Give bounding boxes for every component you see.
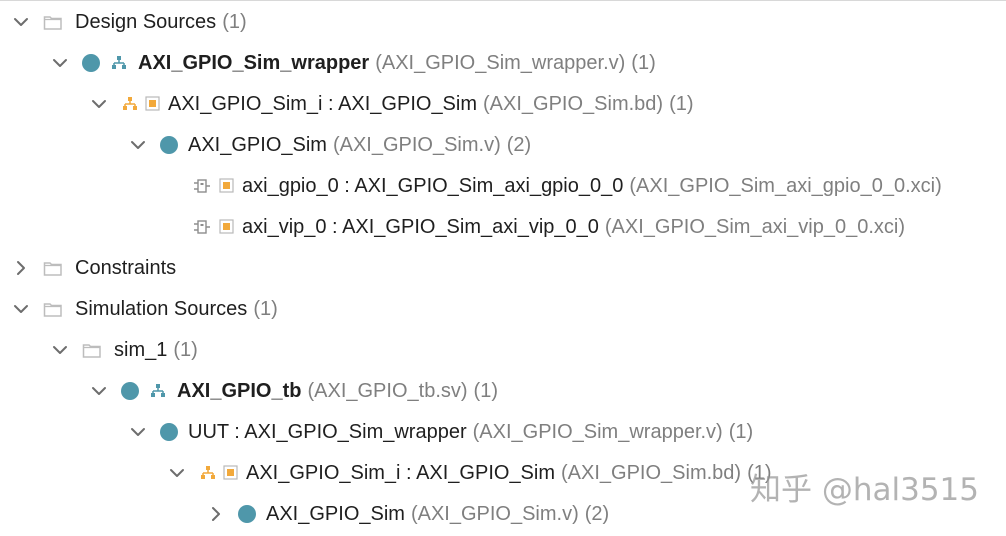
tree-item-label: AXI_GPIO_Sim_i : AXI_GPIO_Sim bbox=[168, 92, 478, 115]
tree-item-count: (1) bbox=[222, 10, 247, 33]
tree-item-label: axi_gpio_0 : AXI_GPIO_Sim_axi_gpio_0_0 bbox=[242, 174, 624, 197]
tree-row-axi-gpio-sim[interactable]: AXI_GPIO_Sim (AXI_GPIO_Sim.v) (2) bbox=[0, 124, 531, 165]
module-icon bbox=[160, 422, 178, 441]
chevron-down-icon[interactable] bbox=[11, 299, 31, 319]
tree-item-detail: (AXI_GPIO_Sim.v) bbox=[332, 133, 501, 156]
tree-item-label: axi_vip_0 : AXI_GPIO_Sim_axi_vip_0_0 bbox=[242, 215, 599, 238]
tree-item-label: AXI_GPIO_Sim bbox=[266, 502, 405, 525]
tree-row-axi-gpio-sim-i[interactable]: AXI_GPIO_Sim_i : AXI_GPIO_Sim (AXI_GPIO_… bbox=[0, 83, 694, 124]
chevron-down-icon[interactable] bbox=[128, 422, 148, 442]
block-design-icon bbox=[121, 95, 139, 113]
tree-item-count: (1) bbox=[173, 338, 198, 361]
top-border bbox=[0, 0, 1006, 1]
module-icon bbox=[121, 381, 139, 400]
tree-item-count: (1) bbox=[728, 420, 754, 443]
folder-icon bbox=[43, 300, 63, 318]
chevron-down-icon[interactable] bbox=[89, 94, 109, 114]
tree-row-axi-gpio-sim-wrapper[interactable]: AXI_GPIO_Sim_wrapper (AXI_GPIO_Sim_wrapp… bbox=[0, 42, 656, 83]
tree-item-label: Design Sources bbox=[75, 10, 217, 33]
tree-row-constraints[interactable]: Constraints bbox=[0, 247, 176, 288]
tree-row-axi-gpio-sim-collapsed[interactable]: AXI_GPIO_Sim (AXI_GPIO_Sim.v) (2) bbox=[0, 493, 609, 534]
ip-core-icon bbox=[219, 178, 234, 193]
ip-icon bbox=[193, 177, 211, 195]
folder-icon bbox=[43, 13, 63, 31]
chevron-right-icon[interactable] bbox=[11, 258, 31, 278]
tree-item-detail: (AXI_GPIO_tb.sv) bbox=[307, 379, 468, 402]
module-icon bbox=[82, 53, 100, 72]
block-design-icon bbox=[199, 464, 217, 482]
tree-item-count: (1) bbox=[631, 51, 656, 74]
folder-icon bbox=[82, 341, 102, 359]
chevron-down-icon[interactable] bbox=[167, 463, 187, 483]
chevron-right-icon[interactable] bbox=[206, 504, 226, 524]
ip-core-icon bbox=[219, 219, 234, 234]
chevron-down-icon[interactable] bbox=[50, 53, 70, 73]
tree-row-design-sources[interactable]: Design Sources (1) bbox=[0, 1, 247, 42]
tree-item-label: AXI_GPIO_tb bbox=[177, 379, 302, 402]
tree-item-count: (1) bbox=[669, 92, 694, 115]
tree-item-label: Constraints bbox=[75, 256, 177, 279]
ip-icon bbox=[193, 218, 211, 236]
tree-row-axi-gpio-sim-i-sim[interactable]: AXI_GPIO_Sim_i : AXI_GPIO_Sim (AXI_GPIO_… bbox=[0, 452, 772, 493]
tree-item-count: (1) bbox=[253, 297, 278, 320]
tree-item-count: (1) bbox=[473, 379, 498, 402]
chevron-down-icon[interactable] bbox=[50, 340, 70, 360]
tree-item-detail: (AXI_GPIO_Sim.bd) bbox=[561, 461, 742, 484]
tree-item-detail: (AXI_GPIO_Sim.bd) bbox=[483, 92, 664, 115]
tree-item-label: Simulation Sources bbox=[75, 297, 248, 320]
chevron-down-icon[interactable] bbox=[89, 381, 109, 401]
tree-item-count: (2) bbox=[506, 133, 532, 156]
tree-item-label: UUT : AXI_GPIO_Sim_wrapper bbox=[188, 420, 467, 443]
folder-icon bbox=[43, 259, 63, 277]
tree-item-detail: (AXI_GPIO_Sim_wrapper.v) bbox=[375, 51, 626, 74]
tree-item-count: (2) bbox=[584, 502, 610, 525]
tree-item-label: AXI_GPIO_Sim_i : AXI_GPIO_Sim bbox=[246, 461, 556, 484]
tree-item-count: (1) bbox=[747, 461, 772, 484]
tree-row-axi-vip-0[interactable]: axi_vip_0 : AXI_GPIO_Sim_axi_vip_0_0 (AX… bbox=[0, 206, 905, 247]
tree-item-detail: (AXI_GPIO_Sim_axi_vip_0_0.xci) bbox=[604, 215, 906, 238]
module-icon bbox=[238, 504, 256, 523]
tree-item-label: sim_1 bbox=[114, 338, 168, 361]
chevron-down-icon[interactable] bbox=[128, 135, 148, 155]
chevron-down-icon[interactable] bbox=[11, 12, 31, 32]
tree-item-label: AXI_GPIO_Sim_wrapper bbox=[138, 51, 370, 74]
module-icon bbox=[160, 135, 178, 154]
tree-item-detail: (AXI_GPIO_Sim.v) bbox=[410, 502, 579, 525]
top-module-icon bbox=[110, 54, 128, 72]
tree-item-detail: (AXI_GPIO_Sim_wrapper.v) bbox=[472, 420, 723, 443]
watermark: 知乎 @hal3515 bbox=[749, 472, 979, 508]
tree-row-sim-1[interactable]: sim_1 (1) bbox=[0, 329, 198, 370]
tree-item-detail: (AXI_GPIO_Sim_axi_gpio_0_0.xci) bbox=[629, 174, 942, 197]
design-file-icon bbox=[145, 96, 160, 111]
tree-row-axi-gpio-0[interactable]: axi_gpio_0 : AXI_GPIO_Sim_axi_gpio_0_0 (… bbox=[0, 165, 942, 206]
tree-row-simulation-sources[interactable]: Simulation Sources (1) bbox=[0, 288, 278, 329]
top-module-icon bbox=[149, 382, 167, 400]
tree-row-axi-gpio-tb[interactable]: AXI_GPIO_tb (AXI_GPIO_tb.sv) (1) bbox=[0, 370, 498, 411]
tree-item-label: AXI_GPIO_Sim bbox=[188, 133, 327, 156]
design-file-icon bbox=[223, 465, 238, 480]
tree-row-uut[interactable]: UUT : AXI_GPIO_Sim_wrapper (AXI_GPIO_Sim… bbox=[0, 411, 753, 452]
